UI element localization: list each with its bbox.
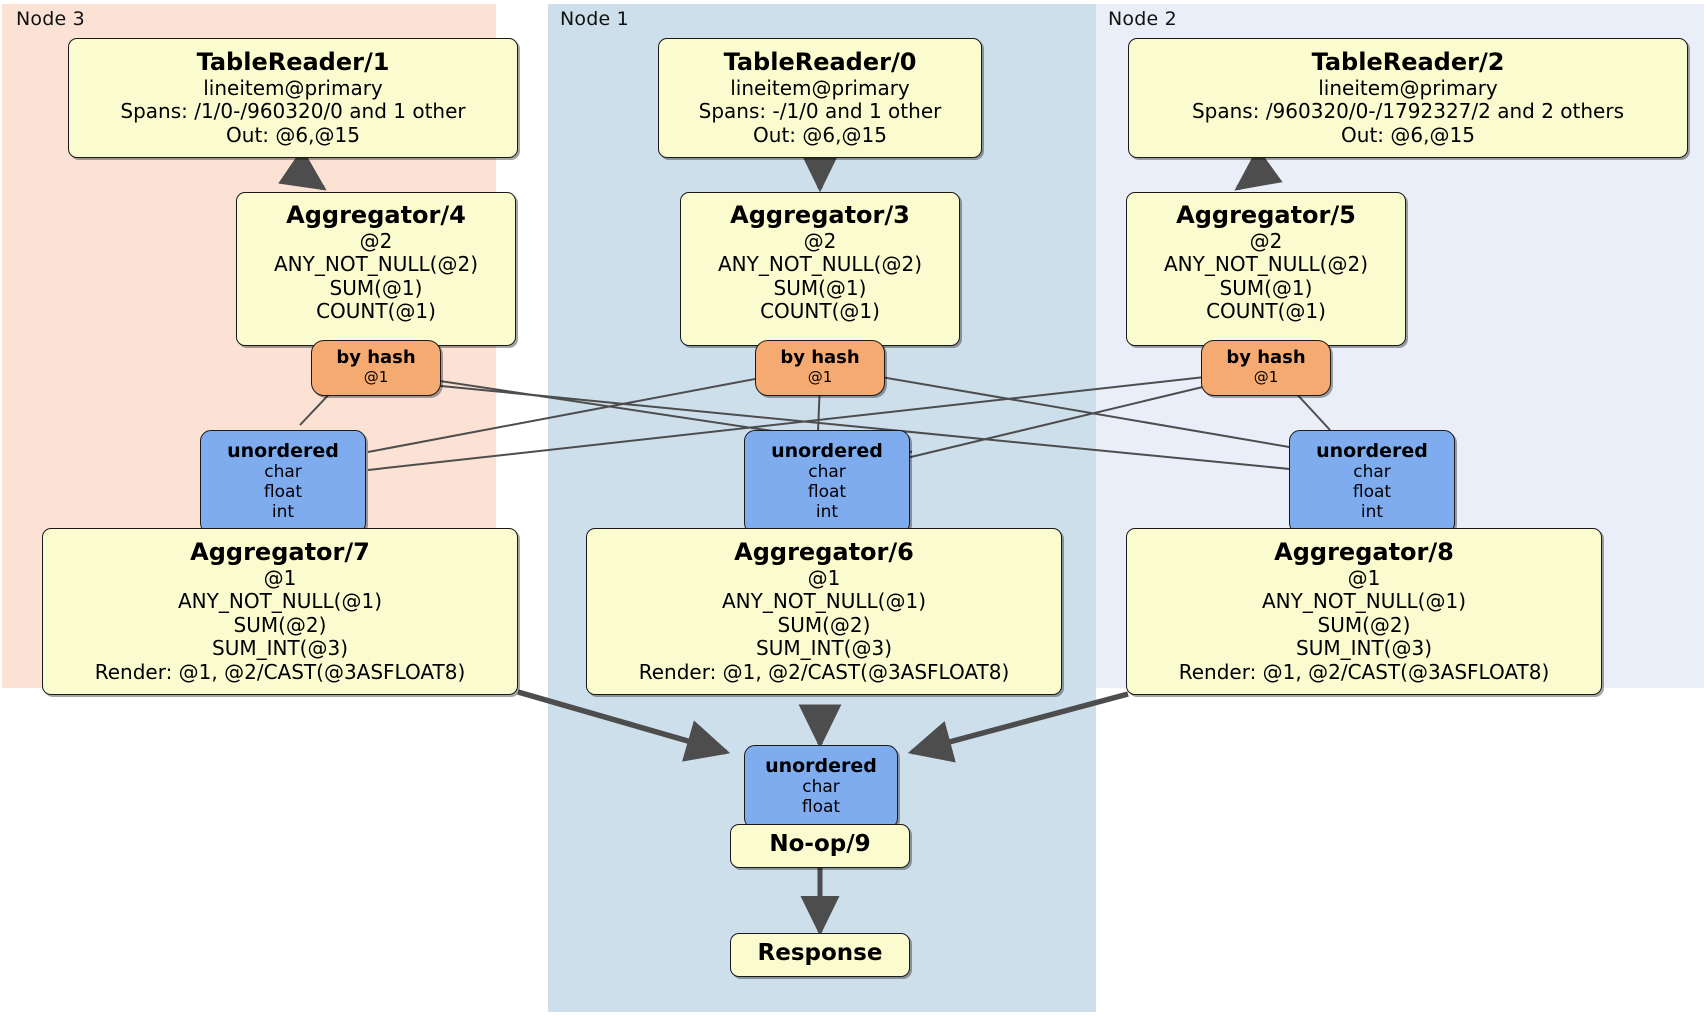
- node-line: COUNT(@1): [1206, 299, 1326, 324]
- node-line: Out: @6,@15: [1341, 122, 1475, 147]
- node-line: ANY_NOT_NULL(@2): [718, 252, 922, 277]
- processor-aggregator-5[interactable]: Aggregator/5 @2 ANY_NOT_NULL(@2) SUM(@1)…: [1126, 192, 1406, 346]
- node-line: char: [808, 462, 846, 483]
- node-title: Aggregator/4: [286, 201, 466, 229]
- node-line: char: [264, 462, 302, 483]
- node-line: Spans: /1/0-/960320/0 and 1 other: [120, 99, 466, 124]
- processor-aggregator-6[interactable]: Aggregator/6 @1 ANY_NOT_NULL(@1) SUM(@2)…: [586, 528, 1062, 696]
- processor-aggregator-4[interactable]: Aggregator/4 @2 ANY_NOT_NULL(@2) SUM(@1)…: [236, 192, 516, 346]
- processor-aggregator-7[interactable]: Aggregator/7 @1 ANY_NOT_NULL(@1) SUM(@2)…: [42, 528, 518, 696]
- node-line: @2: [359, 229, 393, 254]
- node-title: unordered: [771, 440, 883, 462]
- node-line: ANY_NOT_NULL(@1): [178, 589, 382, 614]
- node-line: SUM(@1): [1219, 275, 1313, 300]
- node-line: SUM(@1): [329, 275, 423, 300]
- node-line: Spans: /960320/0-/1792327/2 and 2 others: [1191, 99, 1624, 124]
- processor-tablereader-0[interactable]: TableReader/0 lineitem@primary Spans: -/…: [658, 38, 982, 159]
- node-title: Aggregator/5: [1176, 201, 1356, 229]
- stream-inbox-unordered-8[interactable]: unordered char float int: [1289, 430, 1455, 534]
- node-line: lineitem@primary: [730, 76, 910, 101]
- node-line: @1: [363, 368, 389, 387]
- router-by-hash-3[interactable]: by hash @1: [755, 340, 885, 396]
- node-title: Aggregator/7: [190, 538, 370, 566]
- node-line: Spans: -/1/0 and 1 other: [698, 99, 942, 124]
- node-title: Aggregator/3: [730, 201, 910, 229]
- node-line: float: [1352, 482, 1392, 503]
- node-line: @2: [803, 229, 837, 254]
- node-line: ANY_NOT_NULL(@2): [1164, 252, 1368, 277]
- processor-aggregator-3[interactable]: Aggregator/3 @2 ANY_NOT_NULL(@2) SUM(@1)…: [680, 192, 960, 346]
- node-line: Out: @6,@15: [753, 122, 887, 147]
- node-line: Render: @1, @2/CAST(@3ASFLOAT8): [638, 659, 1010, 684]
- node-title: Response: [757, 940, 883, 966]
- node-title: Aggregator/8: [1274, 538, 1454, 566]
- node-line: SUM_INT(@3): [212, 636, 348, 661]
- node-line: SUM(@2): [1317, 612, 1411, 637]
- node-line: Out: @6,@15: [226, 122, 360, 147]
- node-line: char: [1353, 462, 1391, 483]
- node-line: SUM(@2): [233, 612, 327, 637]
- node-line: int: [271, 501, 295, 522]
- node-title: unordered: [227, 440, 339, 462]
- node-title: Aggregator/6: [734, 538, 914, 566]
- node-line: float: [807, 482, 847, 503]
- node-title: unordered: [1316, 440, 1428, 462]
- node-line: ANY_NOT_NULL(@1): [1262, 589, 1466, 614]
- node-title: TableReader/2: [1311, 48, 1505, 76]
- node-title: by hash: [780, 347, 860, 368]
- node-title: TableReader/1: [196, 48, 390, 76]
- node-line: @1: [807, 566, 841, 591]
- node-line: SUM_INT(@3): [1296, 636, 1432, 661]
- stream-inbox-unordered-6[interactable]: unordered char float int: [744, 430, 910, 534]
- node-line: char: [802, 777, 840, 798]
- processor-tablereader-1[interactable]: TableReader/1 lineitem@primary Spans: /1…: [68, 38, 518, 159]
- panel-node-2-label: Node 2: [1108, 8, 1177, 30]
- node-title: by hash: [336, 347, 416, 368]
- node-line: lineitem@primary: [203, 76, 383, 101]
- node-line: float: [263, 482, 303, 503]
- router-by-hash-4[interactable]: by hash @1: [311, 340, 441, 396]
- node-line: ANY_NOT_NULL(@1): [722, 589, 926, 614]
- node-line: lineitem@primary: [1318, 76, 1498, 101]
- response-node[interactable]: Response: [730, 933, 910, 977]
- node-line: Render: @1, @2/CAST(@3ASFLOAT8): [94, 659, 466, 684]
- processor-aggregator-8[interactable]: Aggregator/8 @1 ANY_NOT_NULL(@1) SUM(@2)…: [1126, 528, 1602, 696]
- node-line: int: [1360, 501, 1384, 522]
- node-line: SUM_INT(@3): [756, 636, 892, 661]
- processor-tablereader-2[interactable]: TableReader/2 lineitem@primary Spans: /9…: [1128, 38, 1688, 159]
- node-title: No-op/9: [769, 831, 871, 857]
- node-line: SUM(@2): [777, 612, 871, 637]
- processor-noop-9[interactable]: No-op/9: [730, 824, 910, 868]
- node-line: Render: @1, @2/CAST(@3ASFLOAT8): [1178, 659, 1550, 684]
- node-line: @1: [1253, 368, 1279, 387]
- node-line: COUNT(@1): [316, 299, 436, 324]
- router-by-hash-5[interactable]: by hash @1: [1201, 340, 1331, 396]
- node-title: TableReader/0: [723, 48, 917, 76]
- node-line: float: [801, 797, 841, 818]
- panel-node-1-label: Node 1: [560, 8, 629, 30]
- node-title: by hash: [1226, 347, 1306, 368]
- node-line: @2: [1249, 229, 1283, 254]
- node-line: COUNT(@1): [760, 299, 880, 324]
- node-line: int: [815, 501, 839, 522]
- stream-inbox-unordered-final[interactable]: unordered char float: [744, 745, 898, 829]
- node-line: @1: [263, 566, 297, 591]
- node-line: @1: [1347, 566, 1381, 591]
- panel-node-3-label: Node 3: [16, 8, 85, 30]
- node-title: unordered: [765, 755, 877, 777]
- node-line: SUM(@1): [773, 275, 867, 300]
- node-line: @1: [807, 368, 833, 387]
- stream-inbox-unordered-7[interactable]: unordered char float int: [200, 430, 366, 534]
- node-line: ANY_NOT_NULL(@2): [274, 252, 478, 277]
